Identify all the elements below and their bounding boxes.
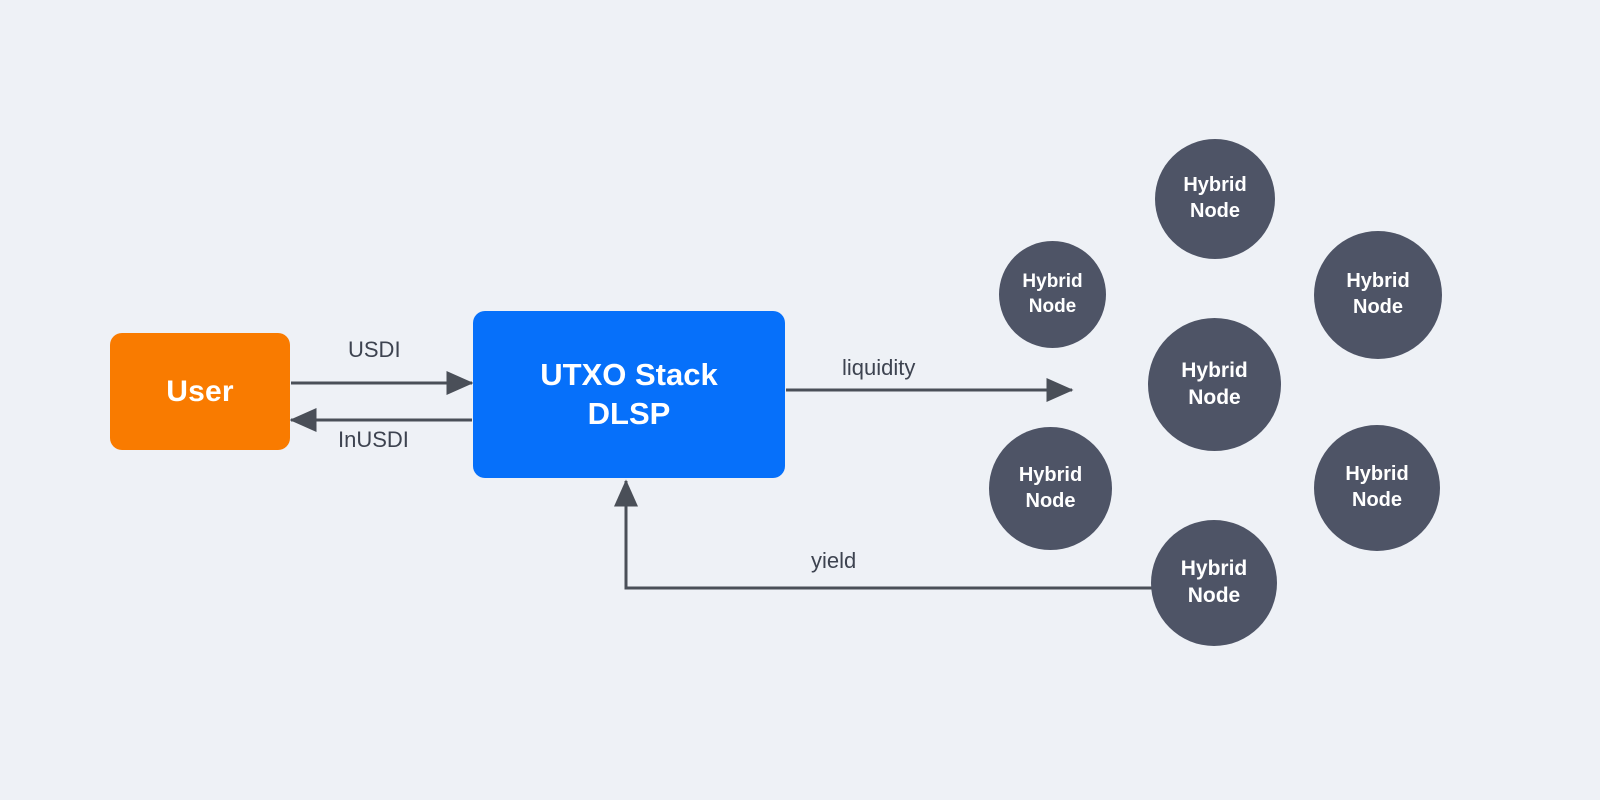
node-hybrid-2[interactable]: Hybrid Node (999, 241, 1106, 348)
edge-label-usdi: USDI (348, 337, 401, 362)
node-dlsp-label-line1: UTXO Stack (540, 356, 718, 392)
node-hybrid-3[interactable]: Hybrid Node (1314, 231, 1442, 359)
node-dlsp-label: UTXO Stack DLSP (540, 356, 717, 434)
node-hybrid-6-label-line2: Node (1352, 489, 1402, 511)
node-hybrid-4-label-line1: Hybrid (1181, 358, 1248, 382)
node-user-label: User (166, 374, 234, 408)
node-dlsp-label-line2: DLSP (587, 395, 671, 431)
edge-label-yield: yield (811, 548, 857, 573)
node-hybrid-5-label-line1: Hybrid (1018, 463, 1083, 486)
node-hybrid-5[interactable]: Hybrid Node (989, 427, 1112, 550)
node-hybrid-2-label-line2: Node (1028, 295, 1077, 317)
node-hybrid-2-label-line1: Hybrid (1022, 271, 1083, 293)
node-hybrid-3-label: Hybrid Node (1346, 269, 1409, 320)
node-hybrid-7-label-line1: Hybrid (1180, 557, 1248, 581)
node-hybrid-4[interactable]: Hybrid Node (1148, 318, 1281, 451)
node-hybrid-4-label: Hybrid Node (1181, 358, 1248, 412)
node-hybrid-2-label: Hybrid Node (1022, 270, 1082, 319)
node-hybrid-6-label-line1: Hybrid (1345, 463, 1409, 486)
node-hybrid-7-label-line2: Node (1187, 584, 1241, 607)
edge-label-inusdi: InUSDI (338, 427, 409, 452)
node-hybrid-3-label-line2: Node (1353, 296, 1403, 318)
node-hybrid-5-label: Hybrid Node (1019, 463, 1082, 514)
node-hybrid-1-label-line2: Node (1190, 200, 1240, 222)
edge-yield (614, 479, 1152, 590)
node-utxo-stack-dlsp[interactable]: UTXO Stack DLSP (473, 311, 785, 478)
node-user[interactable]: User (110, 333, 290, 450)
node-hybrid-6[interactable]: Hybrid Node (1314, 425, 1440, 551)
node-hybrid-1-label-line1: Hybrid (1183, 174, 1247, 197)
node-hybrid-3-label-line1: Hybrid (1346, 270, 1410, 293)
node-hybrid-5-label-line2: Node (1025, 489, 1076, 512)
node-hybrid-4-label-line2: Node (1188, 385, 1241, 409)
node-hybrid-6-label: Hybrid Node (1345, 462, 1408, 513)
node-hybrid-1-label: Hybrid Node (1183, 173, 1246, 224)
edge-label-liquidity: liquidity (842, 355, 916, 380)
node-hybrid-7[interactable]: Hybrid Node (1151, 520, 1277, 646)
node-hybrid-7-label: Hybrid Node (1181, 556, 1248, 610)
node-hybrid-1[interactable]: Hybrid Node (1155, 139, 1275, 259)
